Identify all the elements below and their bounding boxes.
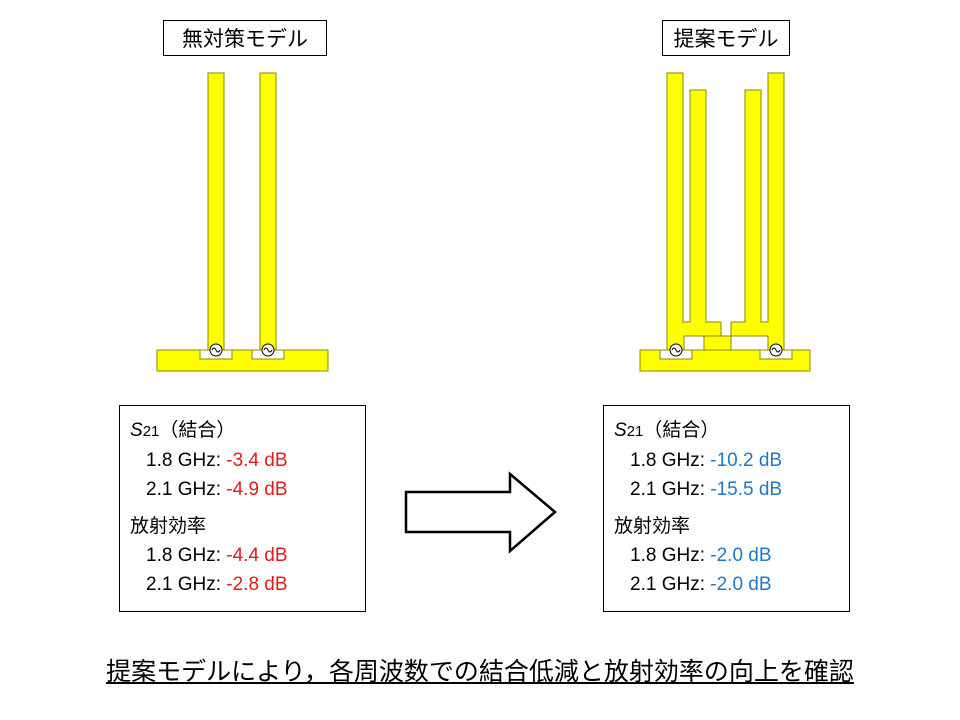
proposed-results-box: S21（結合） 1.8 GHz: -10.2 dB 2.1 GHz: -15.5… [603,405,850,612]
coupling-heading-text: （結合） [643,420,720,441]
efficiency-value: -2.8 dB [226,574,288,595]
right-arrow-icon [404,471,557,554]
baseline-model-label: 無対策モデル [163,20,327,56]
proposed-antenna [639,72,811,372]
coupling-value: -4.9 dB [226,479,288,500]
coupling-row: 1.8 GHz: -10.2 dB [614,446,849,475]
efficiency-value: -2.0 dB [710,545,772,566]
s-parameter-index: 21 [142,423,160,440]
coupling-heading-text: （結合） [159,420,236,441]
proposed-model-label: 提案モデル [662,20,790,56]
frequency-label: 2.1 GHz: [630,574,705,595]
coupling-value: -10.2 dB [710,450,783,471]
baseline-element-right [259,72,277,351]
ac-source-icon [669,343,683,357]
coupling-row: 1.8 GHz: -3.4 dB [130,446,365,475]
coupling-row: 2.1 GHz: -15.5 dB [614,475,849,504]
baseline-antenna [156,72,329,372]
frequency-label: 2.1 GHz: [146,479,221,500]
ac-source-icon [261,343,275,357]
ac-source-icon [209,343,223,357]
coupling-heading: S21（結合） [130,416,365,446]
efficiency-row: 2.1 GHz: -2.8 dB [130,570,365,599]
efficiency-row: 1.8 GHz: -4.4 dB [130,541,365,570]
s-parameter-index: 21 [626,423,644,440]
efficiency-value: -2.0 dB [710,574,772,595]
conclusion-text: 提案モデルにより，各周波数での結合低減と放射効率の向上を確認 [106,657,854,686]
frequency-label: 1.8 GHz: [146,450,221,471]
efficiency-row: 1.8 GHz: -2.0 dB [614,541,849,570]
efficiency-heading: 放射効率 [130,516,207,537]
frequency-label: 2.1 GHz: [630,479,705,500]
frequency-label: 2.1 GHz: [146,574,221,595]
proposed-element-left [666,72,722,351]
baseline-results-box: S21（結合） 1.8 GHz: -3.4 dB 2.1 GHz: -4.9 d… [119,405,366,612]
efficiency-value: -4.4 dB [226,545,288,566]
coupling-heading: S21（結合） [614,416,849,446]
proposed-element-right [730,72,785,351]
efficiency-row: 2.1 GHz: -2.0 dB [614,570,849,599]
frequency-label: 1.8 GHz: [630,450,705,471]
baseline-ground-plane [156,349,329,372]
s-parameter-symbol: S [614,420,627,441]
s-parameter-symbol: S [130,420,143,441]
efficiency-heading: 放射効率 [614,516,691,537]
proposed-center-stub [703,335,732,351]
baseline-element-left [207,72,225,351]
coupling-row: 2.1 GHz: -4.9 dB [130,475,365,504]
ac-source-icon [769,343,783,357]
frequency-label: 1.8 GHz: [630,545,705,566]
frequency-label: 1.8 GHz: [146,545,221,566]
coupling-value: -15.5 dB [710,479,783,500]
coupling-value: -3.4 dB [226,450,288,471]
